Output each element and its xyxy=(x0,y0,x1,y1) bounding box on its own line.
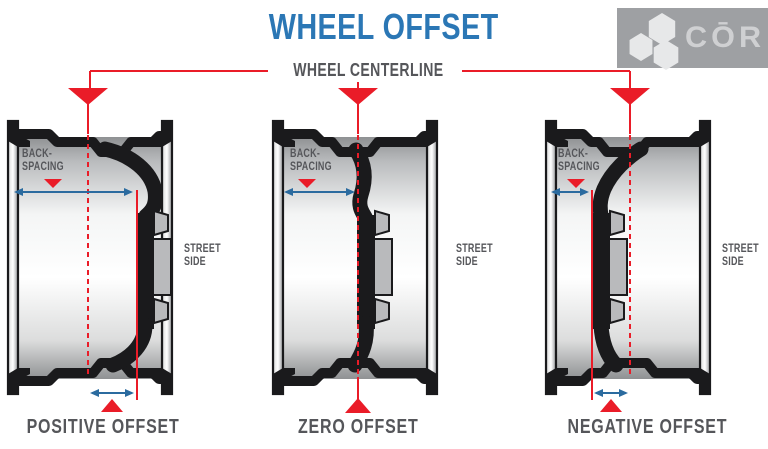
offset-title-zero: ZERO OFFSET xyxy=(273,415,443,439)
hub-pad-large xyxy=(152,238,172,296)
hub-pad-small xyxy=(374,297,390,325)
hub-pad-large xyxy=(608,238,628,296)
rim-flange-street xyxy=(425,119,439,396)
offset-title-negative: NEGATIVE OFFSET xyxy=(545,415,727,439)
centerline-pointer-icons xyxy=(68,88,650,105)
hub-pad-large xyxy=(373,238,393,296)
hub-pad-small xyxy=(609,209,625,237)
wheel-cross-section-zero xyxy=(271,119,439,396)
spoke-top xyxy=(348,142,374,227)
hub-pad-small xyxy=(609,297,625,325)
rim-flange-back xyxy=(544,119,558,396)
spoke-bottom xyxy=(347,315,374,373)
street-side-line2: SIDE xyxy=(722,256,744,268)
backspacing-label-positive: BACK- SPACING xyxy=(22,148,76,174)
street-side-label-negative: STREET SIDE xyxy=(722,243,768,269)
wheel-centerlines-dashed xyxy=(87,135,631,376)
centerline-arrow-down-icon xyxy=(610,88,650,105)
street-side-line2: SIDE xyxy=(184,256,206,268)
backspacing-label-zero: BACK- SPACING xyxy=(290,148,344,174)
street-side-line1: STREET xyxy=(456,243,493,255)
centerline-arrow-down-icon xyxy=(68,88,108,105)
rim-flange-back xyxy=(271,119,285,396)
page-title-text: WHEEL OFFSET xyxy=(269,6,499,47)
street-side-line1: STREET xyxy=(184,243,221,255)
cor-logo-text: CŌR xyxy=(685,21,766,54)
backspacing-line1: BACK- xyxy=(558,148,589,160)
offset-title-text: NEGATIVE OFFSET xyxy=(567,415,728,438)
street-side-label-zero: STREET SIDE xyxy=(456,243,503,269)
hub-pad-small xyxy=(153,209,169,237)
offset-pointer-icons xyxy=(101,398,622,413)
wheel-barrel xyxy=(282,137,428,379)
street-side-label-positive: STREET SIDE xyxy=(184,243,231,269)
backspacing-pointer-icons xyxy=(44,179,585,188)
backspacing-line1: BACK- xyxy=(22,148,53,160)
backspacing-line2: SPACING xyxy=(22,161,64,173)
hexagon-icon xyxy=(648,13,676,45)
offset-title-text: ZERO OFFSET xyxy=(297,415,419,438)
offset-title-text: POSITIVE OFFSET xyxy=(26,415,180,438)
backspacing-line1: BACK- xyxy=(290,148,321,160)
wheel-centerline-text: WHEEL CENTERLINE xyxy=(292,60,444,80)
barrel-wall-top xyxy=(553,129,704,157)
hexagon-icon xyxy=(629,33,653,61)
hexagon-icon xyxy=(653,40,679,70)
spoke-top xyxy=(97,141,163,224)
rim-flange-back xyxy=(6,119,20,396)
hub-pad-small xyxy=(153,297,169,325)
wheel-cross-section-positive xyxy=(6,119,174,396)
spoke-bottom xyxy=(105,317,153,373)
centerline-arrow-down-icon xyxy=(338,88,378,105)
wheel-centerline-label: WHEEL CENTERLINE xyxy=(268,60,468,81)
offset-arrow-up-icon xyxy=(345,398,371,413)
hub-pad-small xyxy=(374,209,390,237)
cor-logo: CŌR xyxy=(617,8,768,70)
offset-arrow-up-icon xyxy=(600,399,622,412)
spoke-bottom xyxy=(593,317,624,373)
offset-arrow-up-icon xyxy=(101,399,123,412)
page-title: WHEEL OFFSET xyxy=(0,6,768,48)
backspacing-arrow-down-icon xyxy=(44,179,62,188)
rim-flange-street xyxy=(698,119,712,396)
centerline-connectors xyxy=(87,70,631,134)
street-side-line1: STREET xyxy=(722,243,759,255)
backspacing-arrow-down-icon xyxy=(567,179,585,188)
offset-title-positive: POSITIVE OFFSET xyxy=(5,415,179,439)
street-side-line2: SIDE xyxy=(456,256,478,268)
measurement-arrows xyxy=(14,188,628,397)
backspacing-line2: SPACING xyxy=(290,161,332,173)
backspacing-label-negative: BACK- SPACING xyxy=(558,148,612,174)
mounting-face-lines xyxy=(136,190,593,400)
backspacing-line2: SPACING xyxy=(558,161,600,173)
backspacing-arrow-down-icon xyxy=(298,179,316,188)
